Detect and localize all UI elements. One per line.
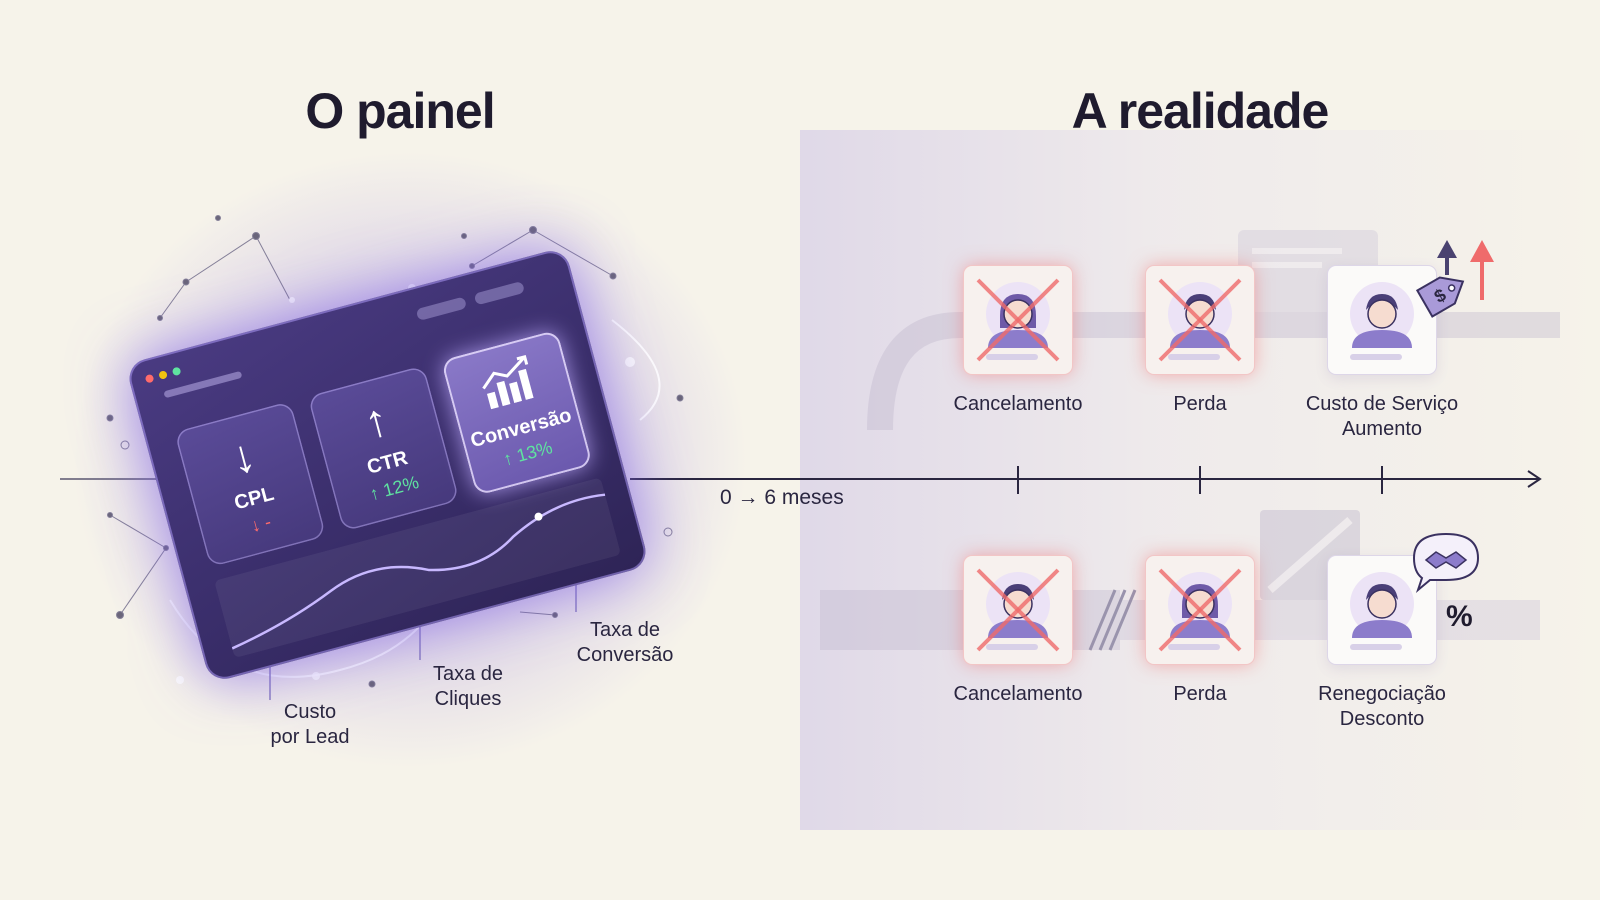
orbit-swoosh-2: [611, 319, 661, 421]
person-woman-icon: [976, 278, 1060, 362]
right-title: A realidade: [1071, 83, 1330, 139]
person-man-icon: [1350, 572, 1414, 650]
metric-card-conversion: Conversão ↑ 13%: [440, 329, 593, 496]
timeline-label: 0 → 6 meses: [720, 486, 844, 509]
event-label-line: Renegociação: [1318, 683, 1446, 705]
callout-line: por Lead: [270, 726, 350, 748]
event-label-line: Desconto: [1339, 708, 1425, 730]
callout-conversion: Taxa de Conversão: [560, 618, 690, 668]
event-label: Cancelamento: [908, 392, 1128, 417]
event-card: [1328, 556, 1436, 664]
callout-line: Taxa de: [432, 663, 504, 685]
event-label-line: Custo de Serviço: [1305, 393, 1459, 415]
dashboard-window: ↓ CPL ↓ - ↑ CTR ↑ 12% Conversão ↑ 13%: [125, 246, 650, 684]
event-label: Perda: [1090, 392, 1310, 417]
timeline-axis: [60, 466, 1542, 494]
chart-up-icon: [482, 354, 534, 410]
callout-line: Taxa de: [589, 619, 661, 641]
price-tag-icon: $: [1415, 276, 1465, 318]
event-card: [1146, 266, 1254, 374]
event-card: [964, 556, 1072, 664]
event-label-line: Aumento: [1341, 418, 1423, 440]
event-card: [1328, 266, 1436, 374]
callout-cpl: Custo por Lead: [250, 700, 370, 750]
dashboard-trend-chart: [215, 478, 620, 657]
event-label-line: Perda: [1173, 393, 1227, 415]
cost-increase-arrows-icon: [1437, 240, 1494, 300]
person-woman-icon: [1158, 568, 1242, 652]
event-label: Cancelamento: [908, 682, 1128, 707]
event-card: [964, 266, 1072, 374]
callout-line: Custo: [283, 701, 337, 723]
event-label: Perda: [1090, 682, 1310, 707]
event-label-line: Cancelamento: [953, 683, 1083, 705]
left-title: O painel: [305, 83, 495, 139]
constellation: [106, 215, 684, 688]
percent-icon: %: [1446, 600, 1473, 633]
callout-line: Conversão: [576, 644, 674, 666]
hatch-marks: [1088, 589, 1137, 651]
handshake-icon: [1412, 532, 1480, 594]
callout-ctr: Taxa de Cliques: [408, 662, 528, 712]
event-card: [1146, 556, 1254, 664]
event-label-line: Cancelamento: [953, 393, 1083, 415]
person-man-icon: [976, 568, 1060, 652]
callout-line: Cliques: [434, 688, 502, 710]
event-label-line: Perda: [1173, 683, 1227, 705]
person-man-icon: [1158, 278, 1242, 362]
person-man-icon: [1350, 282, 1414, 360]
